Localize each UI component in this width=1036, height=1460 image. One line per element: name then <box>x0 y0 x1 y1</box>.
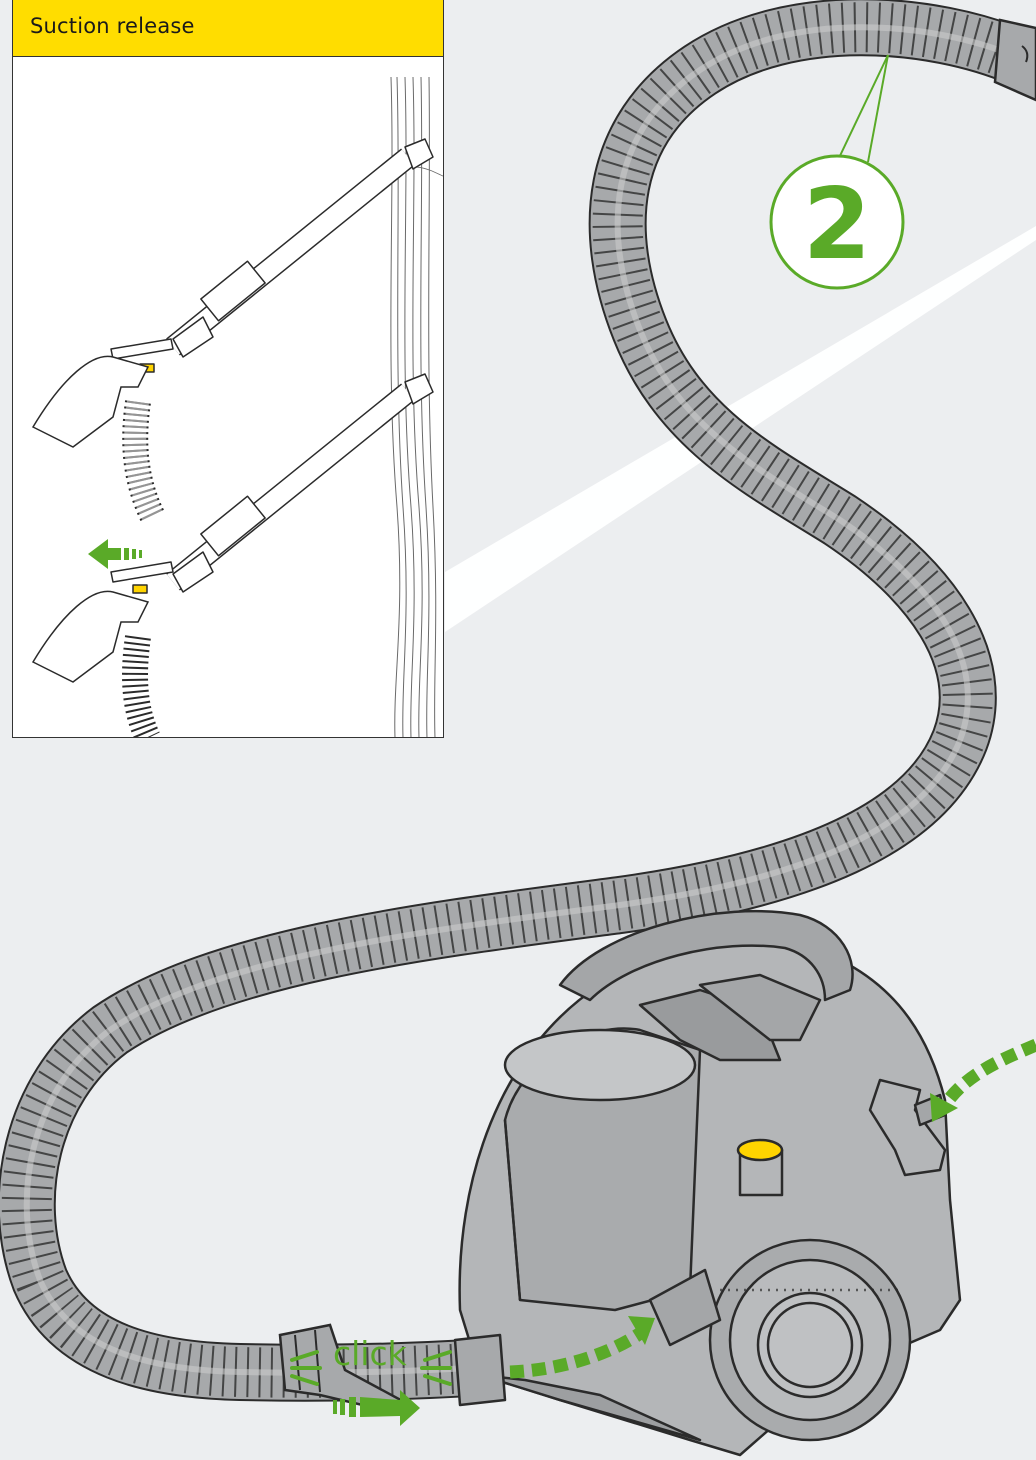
suction-release-illustration <box>31 76 443 737</box>
hose-end-fitting <box>993 18 1036 102</box>
suction-release-panel: Suction release <box>12 0 444 738</box>
arrow-left-icon <box>88 539 142 569</box>
wand-upper <box>110 138 434 373</box>
curved-arrow-icon <box>509 1316 655 1379</box>
hose <box>0 0 1032 1402</box>
panel-title: Suction release <box>30 14 195 38</box>
curtain <box>384 76 443 737</box>
wand-lower <box>110 373 434 594</box>
step-number: 2 <box>802 168 872 282</box>
click-label: click <box>333 1334 407 1373</box>
click-sound-marks-icon <box>290 1350 452 1386</box>
callout-leader <box>769 54 905 290</box>
vacuum-cleaner <box>453 909 962 1457</box>
curved-arrow-icon <box>930 1039 1036 1122</box>
panel-header: Suction release <box>13 0 443 57</box>
arrow-right-icon <box>333 1390 420 1426</box>
